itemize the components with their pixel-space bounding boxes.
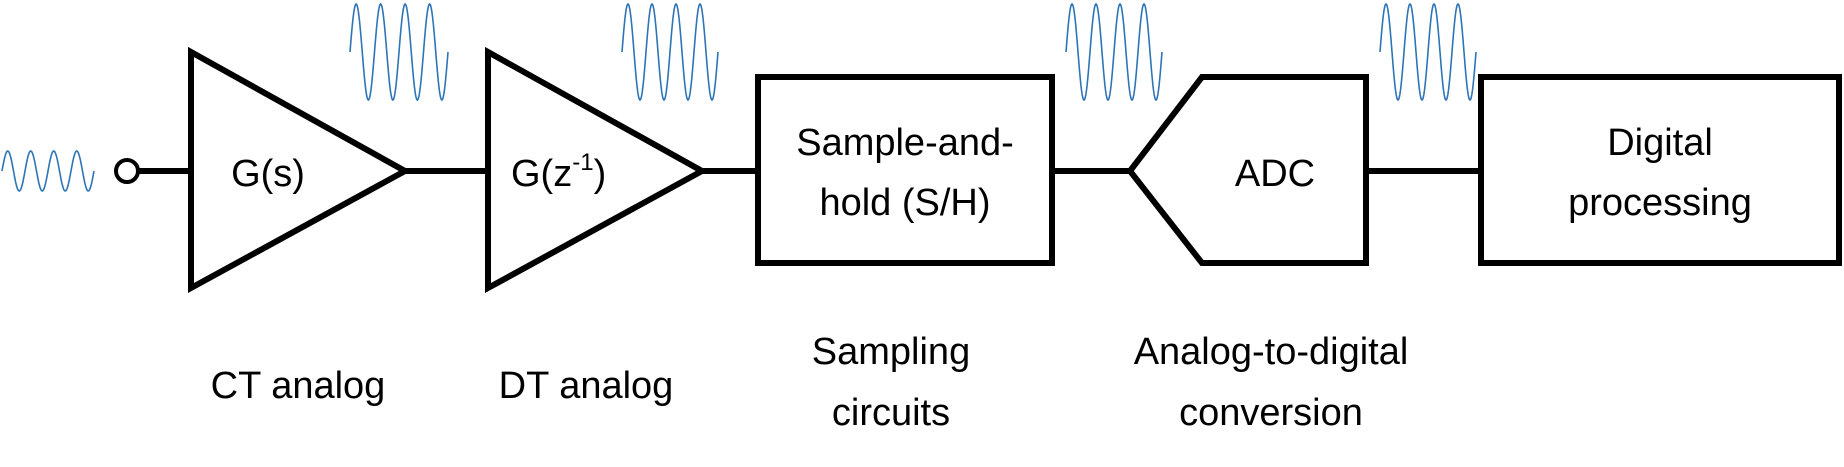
caption-sampling-line1: Sampling [812, 331, 970, 373]
adc-output-waveform-icon [1379, 2, 1477, 102]
digital-processing-label-line2: processing [1568, 182, 1752, 224]
input-terminal-icon [114, 158, 140, 184]
caption-adc-line2: conversion [1179, 392, 1363, 434]
caption-ct-analog: CT analog [211, 365, 386, 407]
sh-output-waveform-icon [1065, 2, 1163, 102]
ct-amplifier-label: G(s) [231, 153, 305, 195]
sample-and-hold-label-line2: hold (S/H) [819, 182, 990, 224]
sample-and-hold-label-line1: Sample-and- [796, 122, 1014, 164]
digital-processing-label-line1: Digital [1607, 122, 1713, 164]
input-waveform-icon [1, 150, 95, 192]
dt-output-waveform-icon [621, 2, 719, 102]
digital-processing-block [1478, 74, 1842, 266]
dt-amplifier-label-superscript: -1 [572, 149, 593, 176]
dt-amplifier-block [485, 46, 709, 294]
ct-output-waveform-icon [349, 2, 449, 102]
dt-amplifier-label: G(z-1) [511, 149, 606, 195]
adc-block [1126, 74, 1369, 266]
caption-dt-analog: DT analog [499, 365, 674, 407]
sample-and-hold-block [755, 74, 1055, 266]
caption-sampling-line2: circuits [832, 392, 950, 434]
ct-amplifier-block [188, 46, 412, 294]
dt-amplifier-label-end: ) [594, 153, 607, 195]
caption-adc-line1: Analog-to-digital [1134, 331, 1409, 373]
dt-amplifier-label-main: G(z [511, 153, 572, 195]
adc-label: ADC [1235, 153, 1315, 195]
